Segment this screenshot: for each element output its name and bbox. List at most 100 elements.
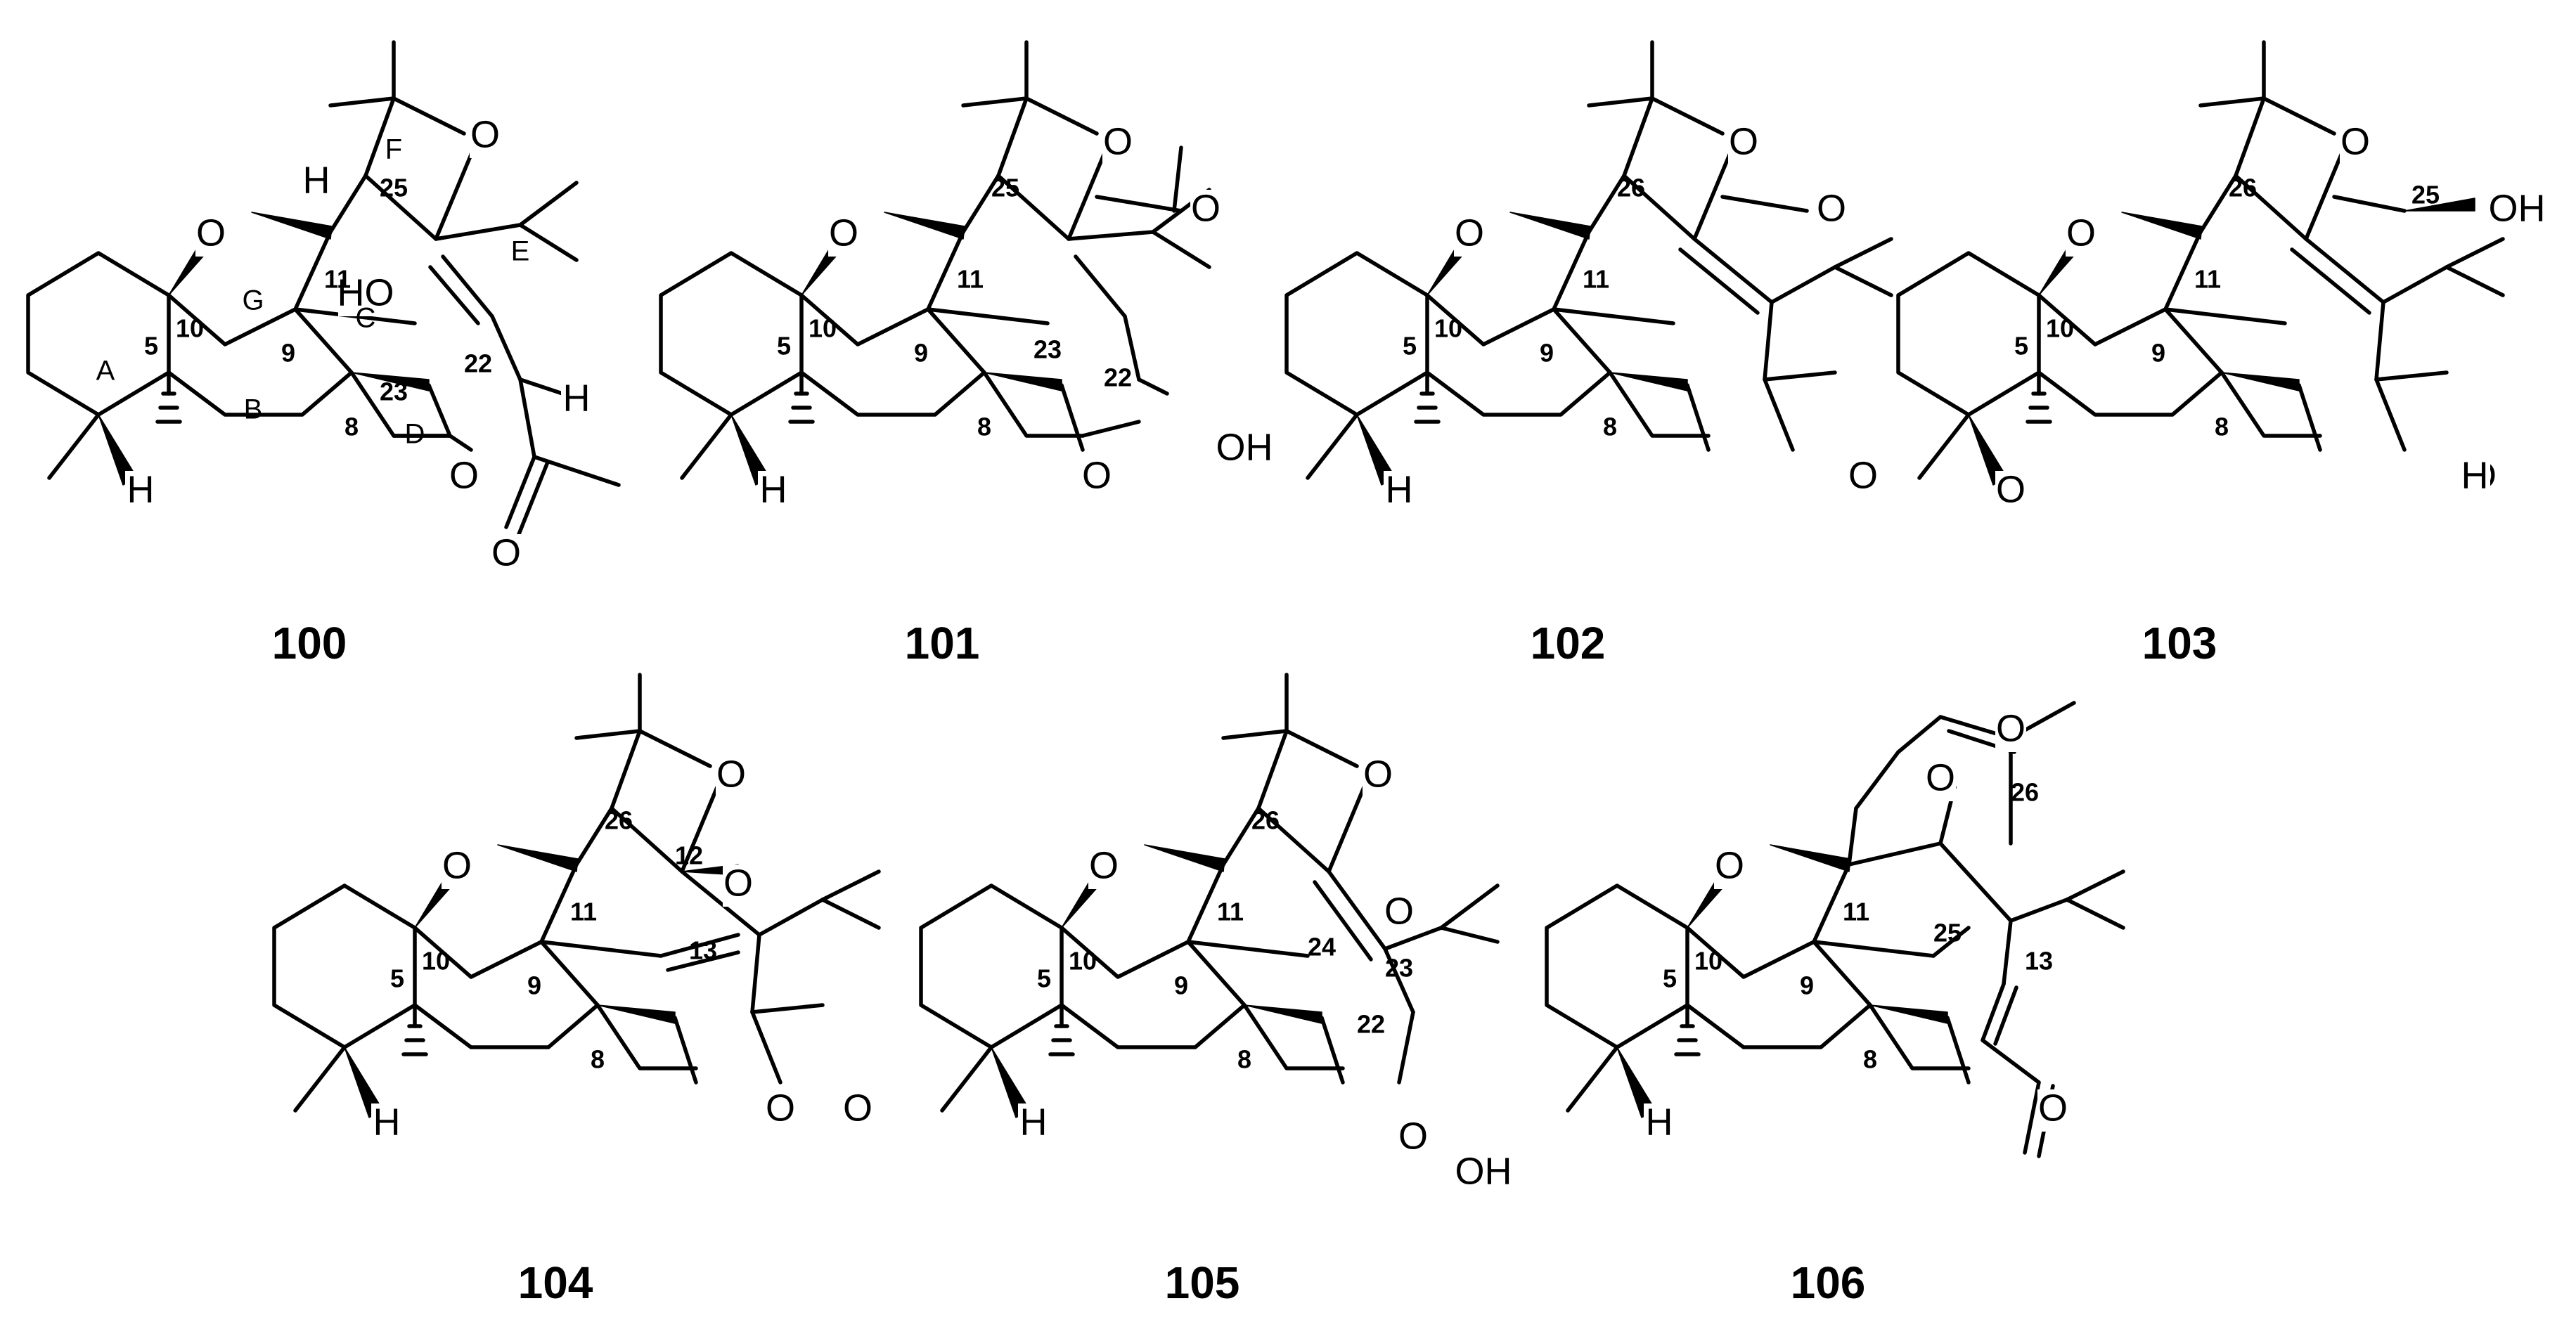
atom-label-background	[1363, 756, 1393, 798]
atom-label-background	[1018, 1103, 1049, 1146]
ring-label: B	[244, 394, 263, 425]
atom-label: O	[1398, 1115, 1428, 1157]
carbon-locant: 5	[390, 964, 404, 993]
atom-label: O	[1715, 844, 1744, 886]
atom-label: H	[127, 468, 155, 510]
atom-label-background	[2037, 1089, 2068, 1132]
atom-label: OH	[2489, 187, 2546, 229]
compound-number: 106	[1791, 1257, 1866, 1308]
carbon-locant: 5	[777, 332, 791, 361]
ring-label: A	[96, 356, 115, 387]
atom-label-background	[1190, 190, 1221, 232]
carbon-locant: 8	[1237, 1045, 1251, 1074]
atom-label: O	[1996, 707, 2026, 749]
carbon-locant: 26	[1251, 806, 1280, 835]
atom-label: O	[1996, 468, 2026, 510]
carbon-locant: 26	[1617, 174, 1645, 202]
carbon-locant: 23	[1385, 954, 1413, 983]
compound-100	[28, 40, 621, 536]
atom-label: O	[716, 753, 746, 795]
carbon-locant: 11	[1583, 265, 1609, 294]
atom-labels: OOHOOOHHH2511109235228FGCEABDOOOOOHH2511…	[96, 113, 2546, 1195]
carbon-locant: 5	[2014, 332, 2028, 361]
carbon-locant: 23	[1033, 335, 1062, 364]
carbon-locant: 5	[1663, 964, 1677, 993]
compound-105	[921, 673, 1500, 1118]
atom-label: O	[1926, 756, 1955, 798]
compound-number: 103	[2142, 618, 2217, 668]
carbon-locant: 13	[2025, 947, 2053, 976]
compound-number: 102	[1531, 618, 1606, 668]
ring-label: D	[405, 419, 425, 450]
carbon-locant: 25	[1933, 919, 1962, 947]
atom-label-background	[2459, 457, 2490, 499]
compound-number: 104	[518, 1257, 593, 1308]
atom-label: O	[1103, 120, 1133, 162]
carbon-locant: 9	[527, 971, 541, 1000]
ring-label: G	[242, 285, 264, 316]
carbon-locant: 23	[380, 377, 408, 406]
carbon-locant: 10	[1694, 947, 1722, 976]
atom-label-background	[1728, 123, 1759, 165]
carbon-locant: 22	[1357, 1010, 1385, 1039]
atom-label-background	[1995, 471, 2026, 513]
atom-label-background	[716, 756, 747, 798]
carbon-locant: 10	[2046, 314, 2074, 343]
carbon-locant: 12	[675, 841, 703, 870]
atom-label-background	[1644, 1103, 1675, 1146]
carbon-locant: 5	[1403, 332, 1417, 361]
atom-label-background	[561, 380, 592, 422]
carbon-locant: 24	[1308, 933, 1336, 962]
atom-label-background	[828, 214, 859, 257]
ring-label: F	[385, 134, 402, 165]
atom-label: O	[449, 454, 479, 496]
atom-label-background	[1384, 893, 1415, 935]
atom-label-background	[1088, 847, 1119, 889]
atom-label: O	[1089, 844, 1119, 886]
compound-103	[1898, 40, 2505, 485]
atom-label: O	[2066, 212, 2096, 254]
atom-label-background	[1714, 847, 1745, 889]
carbon-locant: 10	[1069, 947, 1097, 976]
atom-label-background	[470, 116, 501, 158]
atom-label-background	[1384, 471, 1415, 513]
carbon-locant: 25	[380, 174, 408, 202]
compound-101	[661, 40, 1211, 485]
atom-label-background	[491, 534, 522, 576]
atom-label: O	[491, 531, 521, 574]
atom-label: O	[2038, 1087, 2068, 1129]
atom-label: O	[766, 1087, 795, 1129]
carbon-locant: 11	[957, 265, 984, 294]
atom-label-background	[371, 1103, 402, 1146]
carbon-locant: 9	[281, 339, 295, 368]
atom-label: H	[2461, 454, 2489, 496]
carbon-locant: 8	[1603, 413, 1617, 441]
atom-label: O	[1848, 454, 1878, 496]
atom-label: O	[829, 212, 858, 254]
compound-104	[274, 673, 881, 1118]
carbon-locant: 9	[2151, 339, 2165, 368]
atom-label-background	[1456, 1153, 1511, 1195]
atom-label-background	[723, 865, 754, 907]
carbon-locant: 8	[591, 1045, 605, 1074]
carbon-locant: 25	[991, 174, 1019, 202]
atom-label: O	[1455, 212, 1484, 254]
atom-label: H	[1386, 468, 1413, 510]
atom-label: O	[723, 862, 753, 904]
atom-label: O	[1817, 187, 1846, 229]
atom-label: O	[442, 844, 472, 886]
atom-label-background	[338, 274, 393, 316]
atom-label: OH	[1216, 426, 1273, 468]
atom-label-background	[195, 214, 226, 257]
atom-label: O	[196, 212, 226, 254]
atom-label: O	[1729, 120, 1758, 162]
carbon-locant: 8	[1863, 1045, 1877, 1074]
compound-number: 105	[1165, 1257, 1240, 1308]
atom-label-background	[1925, 759, 1956, 801]
atom-label-background	[2066, 214, 2097, 257]
atom-label-background	[842, 1089, 873, 1132]
carbon-locant: 10	[809, 314, 837, 343]
atom-label: H	[373, 1101, 401, 1143]
atom-label-background	[1398, 1118, 1429, 1160]
